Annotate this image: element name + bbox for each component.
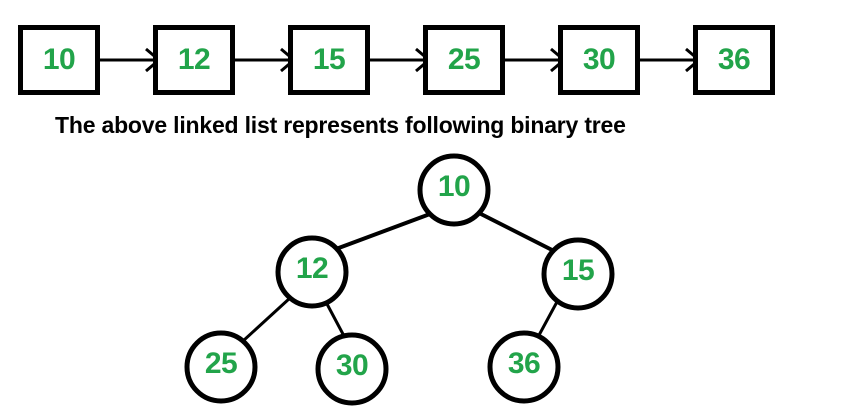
tree-edge (536, 298, 560, 339)
linked-list-node: 10 (18, 25, 100, 95)
tree-edge (325, 302, 346, 338)
tree-node-circle (315, 332, 389, 406)
linked-list-node-value: 15 (312, 43, 346, 76)
tree-edges (241, 211, 560, 343)
linked-list-node-value: 30 (582, 43, 616, 76)
tree-node-circles (184, 153, 615, 406)
linked-list-diagram: 10 12 15 25 30 36 (0, 0, 862, 105)
linked-list-node-value: 10 (42, 43, 76, 76)
tree-node-circle (184, 330, 258, 404)
caption-text: The above linked list represents followi… (55, 112, 626, 138)
tree-node-circle (541, 237, 615, 311)
tree-edge (241, 296, 292, 343)
linked-list-node: 12 (153, 25, 235, 95)
linked-list-node: 30 (558, 25, 640, 95)
linked-list-node: 25 (423, 25, 505, 95)
tree-node-circle (487, 330, 561, 404)
linked-list-node-value: 25 (447, 43, 481, 76)
tree-node-circle (417, 153, 491, 227)
linked-list-node-value: 36 (717, 43, 751, 76)
linked-list-node: 15 (288, 25, 370, 95)
linked-list-node-value: 12 (177, 43, 211, 76)
tree-edge (334, 212, 432, 251)
linked-list-node: 36 (693, 25, 775, 95)
tree-node-circle (275, 235, 349, 309)
tree-edge (477, 211, 558, 254)
